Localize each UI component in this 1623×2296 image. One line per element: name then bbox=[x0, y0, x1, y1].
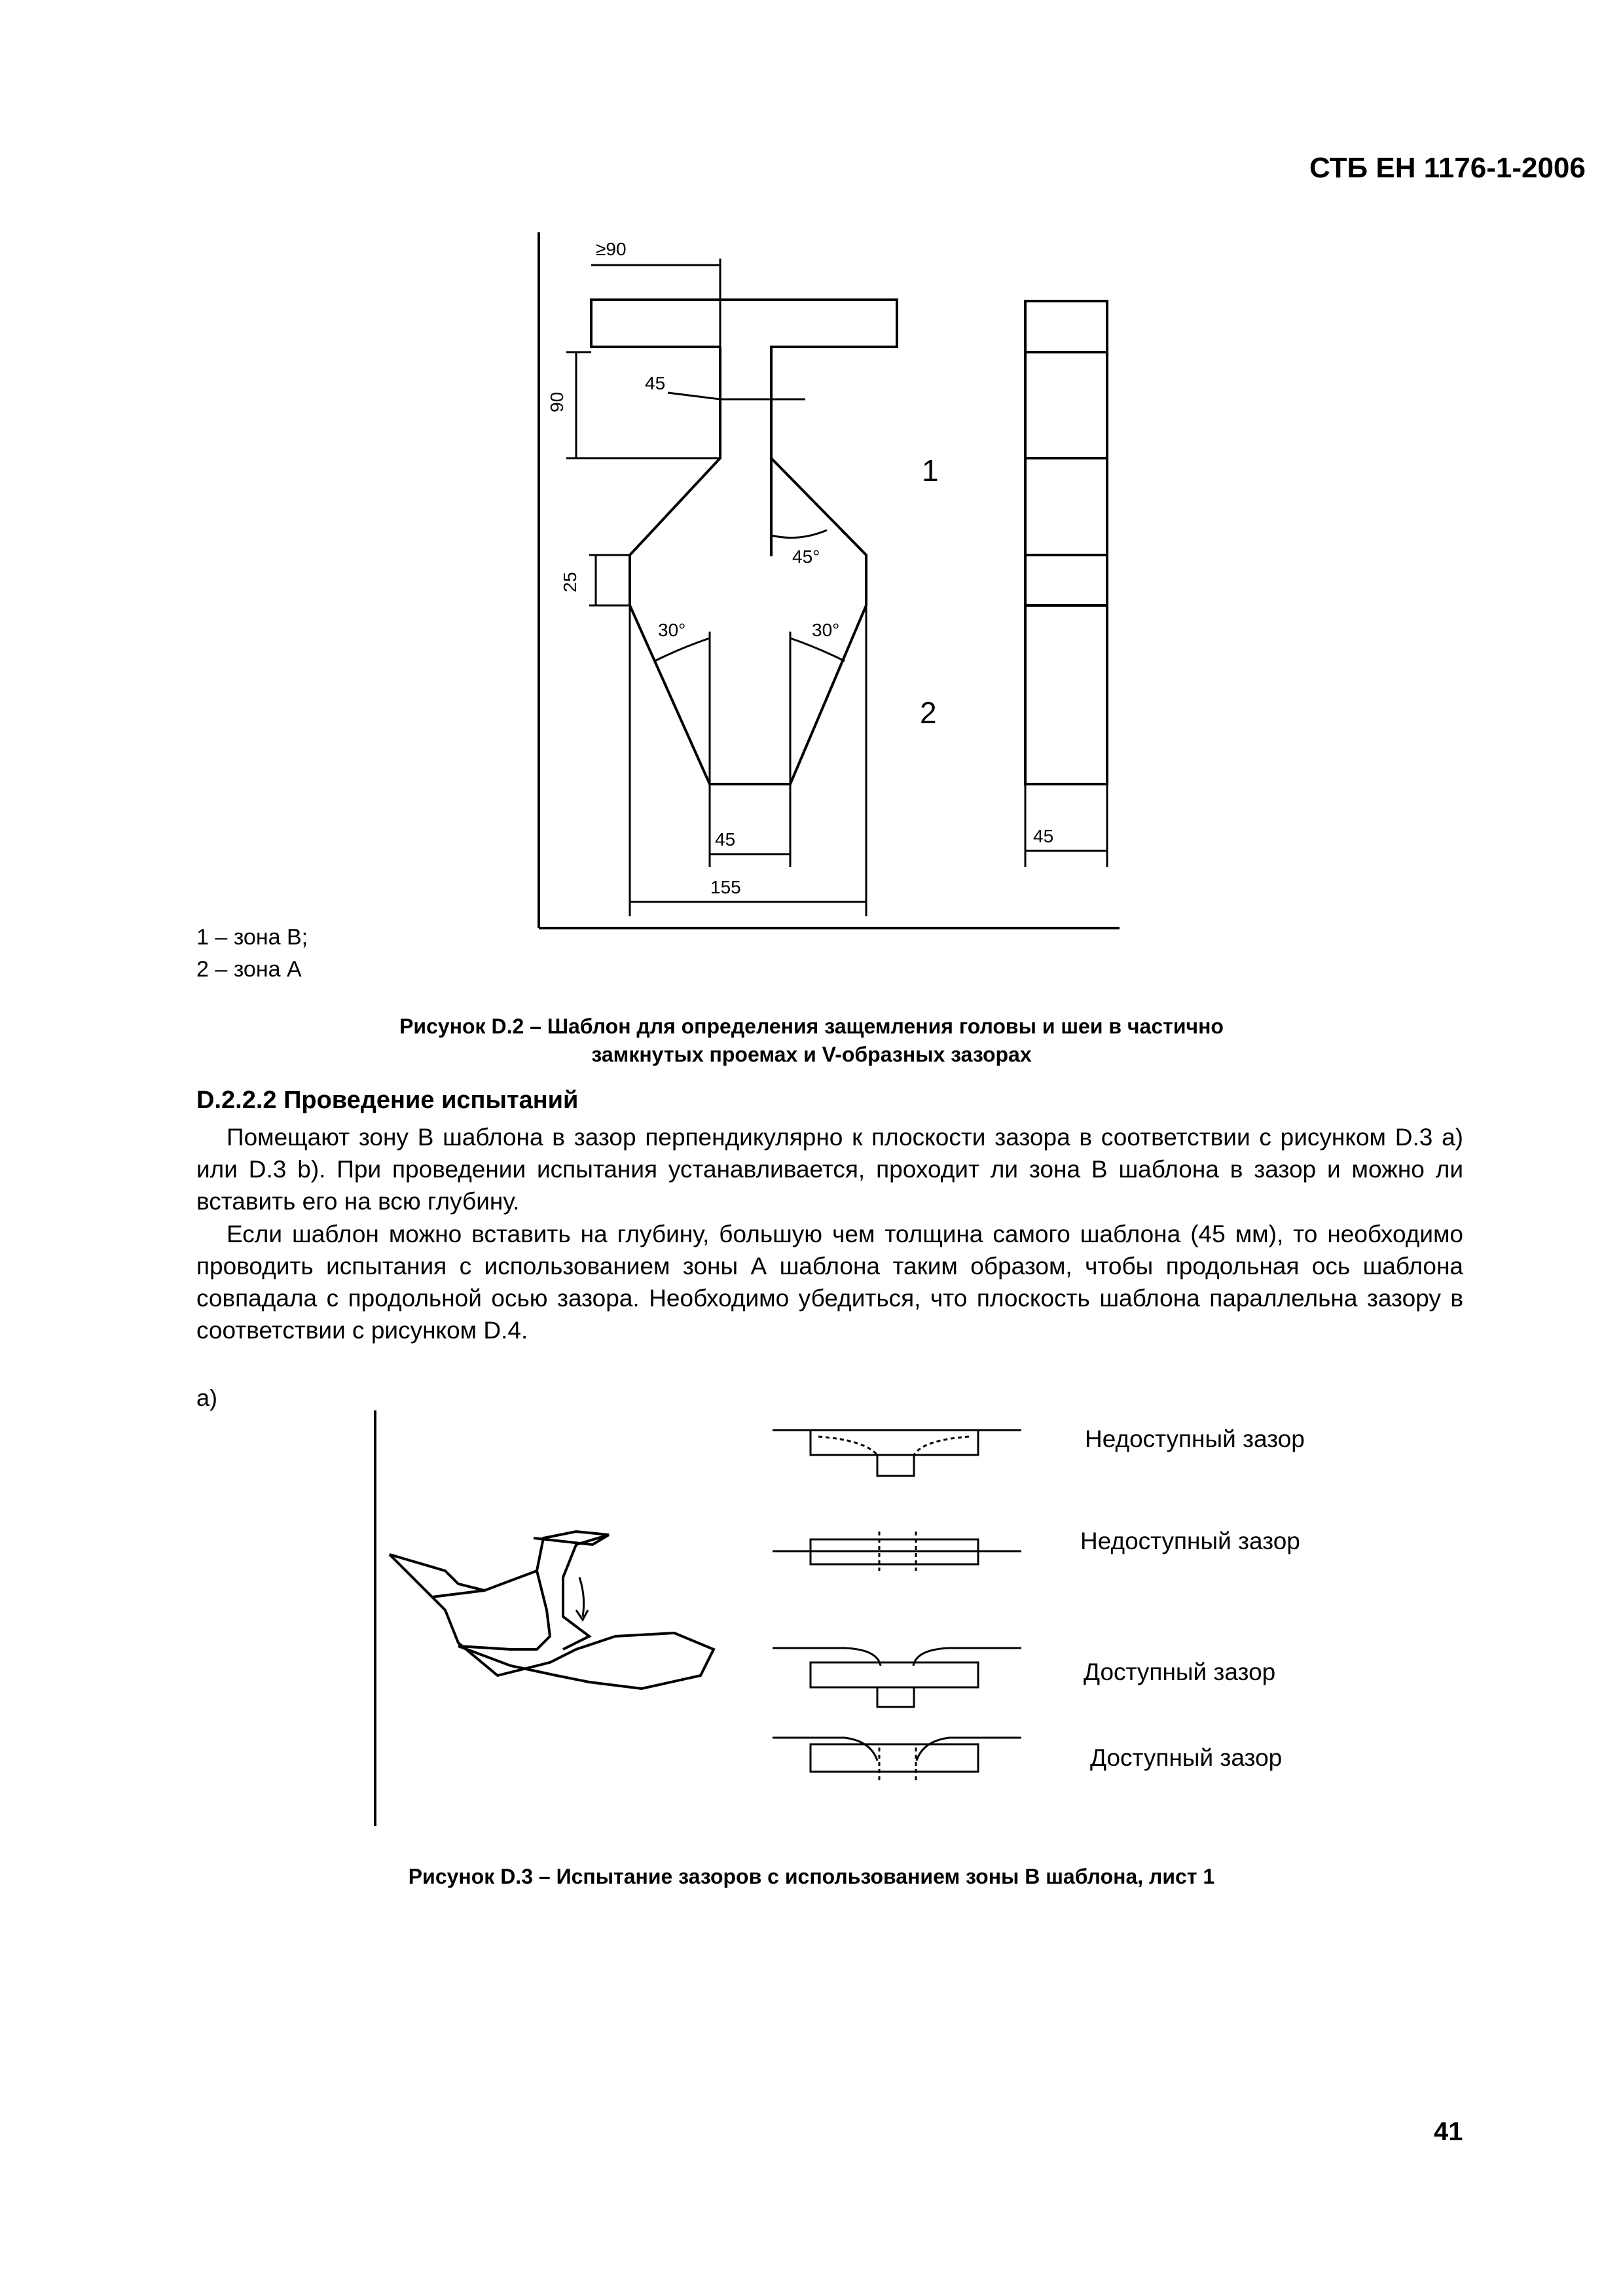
paragraph-2: Если шаблон можно вставить на глубину, б… bbox=[196, 1221, 1463, 1344]
dim-total-width: 155 bbox=[710, 877, 741, 897]
dim-shoulder-height: 25 bbox=[560, 572, 580, 592]
dim-slot-width: 45 bbox=[645, 373, 665, 393]
gap-label-2: Недоступный зазор bbox=[1080, 1528, 1300, 1554]
figure-d3-label: а) bbox=[196, 1384, 218, 1411]
perspective-sketch bbox=[388, 1530, 716, 1691]
figure-d3-caption: Рисунок D.3 – Испытание зазоров с исполь… bbox=[408, 1865, 1215, 1888]
gap-label-1: Недоступный зазор bbox=[1085, 1426, 1305, 1452]
figure-d2-caption-line2: замкнутых проемах и V-образных зазорах bbox=[591, 1043, 1032, 1066]
zone-1-marker: 1 bbox=[922, 454, 939, 488]
dim-angle-30-right: 30° bbox=[812, 620, 839, 640]
template-outline bbox=[590, 298, 898, 785]
dim-thickness: 45 bbox=[1033, 826, 1053, 846]
figure-d3-drawing bbox=[374, 1410, 1021, 1826]
zone-2-marker: 2 bbox=[920, 696, 937, 730]
legend-item-1: 1 – зона В; bbox=[196, 925, 308, 950]
dim-bottom-width: 45 bbox=[715, 829, 735, 850]
page-number: 41 bbox=[1434, 2117, 1463, 2146]
dim-angle-45: 45° bbox=[792, 547, 820, 567]
section-heading: D.2.2.2 Проведение испытаний bbox=[196, 1086, 579, 1114]
gap-label-4: Доступный зазор bbox=[1090, 1744, 1283, 1771]
dim-top-width: ≥90 bbox=[596, 239, 627, 259]
figure-d2-caption-line1: Рисунок D.2 – Шаблон для определения защ… bbox=[399, 1014, 1224, 1038]
side-view bbox=[1024, 300, 1108, 785]
dim-head-height: 90 bbox=[547, 392, 567, 412]
gap-label-3: Доступный зазор bbox=[1084, 1659, 1276, 1685]
paragraph-1: Помещают зону В шаблона в зазор перпенди… bbox=[196, 1124, 1463, 1215]
figure-d2-drawing: ≥90 90 45 45° 25 30° 30° 45 155 45 1 2 bbox=[538, 232, 1120, 929]
dim-angle-30-left: 30° bbox=[658, 620, 685, 640]
legend-item-2: 2 – зона А bbox=[196, 957, 302, 982]
